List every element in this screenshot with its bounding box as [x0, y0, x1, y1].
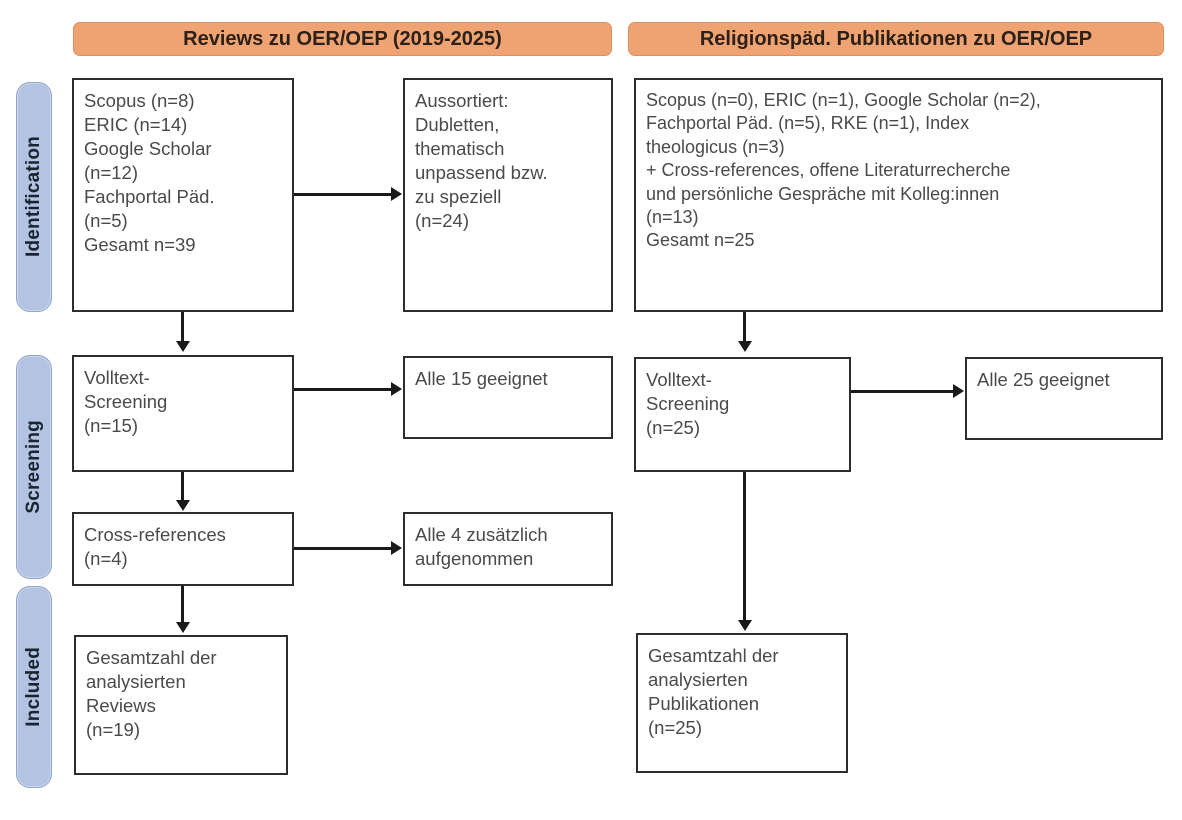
connector-left-id-to-screening	[181, 312, 184, 343]
box-left-fulltext-screening: Volltext- Screening (n=15)	[72, 355, 294, 472]
text-line: Scopus (n=0), ERIC (n=1), Google Scholar…	[646, 90, 1041, 110]
arrowhead-left-crossrefs-to-included	[176, 622, 190, 633]
banner-left-column: Reviews zu OER/OEP (2019-2025)	[73, 22, 612, 56]
arrowhead-left-id-to-screening	[176, 341, 190, 352]
text-line: ERIC (n=14)	[84, 114, 188, 136]
text-line: Cross-references	[84, 524, 226, 545]
text-line: (n=25)	[646, 417, 700, 439]
text-line: Alle 15 geeignet	[415, 368, 548, 389]
arrowhead-left-id-to-excluded	[391, 187, 402, 201]
phase-label-identification: Identification	[23, 136, 44, 258]
phase-label-included: Included	[23, 647, 44, 727]
text-line: (n=25)	[648, 717, 702, 739]
box-right-eligible: Alle 25 geeignet	[965, 357, 1163, 440]
connector-left-crossrefs-to-included	[181, 586, 184, 624]
arrowhead-right-id-to-screening	[738, 341, 752, 352]
text-line: thematisch	[415, 138, 505, 160]
text-line: Gesamtzahl der	[648, 645, 779, 666]
box-left-crossrefs: Cross-references (n=4)	[72, 512, 294, 586]
phase-bar-identification: Identification	[16, 82, 52, 312]
arrowhead-left-crossrefs-to-added	[391, 541, 402, 555]
text-line: analysierten	[86, 671, 186, 693]
text-line: Google Scholar	[84, 138, 212, 160]
box-left-eligible: Alle 15 geeignet	[403, 356, 613, 439]
box-left-identification-excluded: Aussortiert: Dubletten, thematisch unpas…	[403, 78, 613, 312]
phase-bar-included: Included	[16, 586, 52, 788]
text-line: Screening	[646, 393, 730, 415]
box-left-included-total: Gesamtzahl der analysierten Reviews (n=1…	[74, 635, 288, 775]
text-line: (n=24)	[415, 210, 469, 232]
text-line: Reviews	[86, 695, 156, 717]
connector-right-id-to-screening	[743, 312, 746, 343]
connector-right-screening-to-eligible	[851, 390, 954, 393]
text-line: zu speziell	[415, 186, 502, 208]
text-line: Gesamtzahl der	[86, 647, 217, 668]
box-right-included-total: Gesamtzahl der analysierten Publikatione…	[636, 633, 848, 773]
arrowhead-left-screening-to-eligible	[391, 382, 402, 396]
text-line: Alle 4 zusätzlich	[415, 524, 548, 545]
text-line: Volltext-	[84, 367, 150, 388]
text-line: (n=12)	[84, 162, 138, 184]
text-line: Gesamt n=25	[646, 230, 755, 251]
text-line: Gesamt n=39	[84, 234, 196, 256]
box-left-identification-sources: Scopus (n=8) ERIC (n=14) Google Scholar …	[72, 78, 294, 312]
text-line: analysierten	[648, 669, 748, 691]
phase-bar-screening: Screening	[16, 355, 52, 579]
text-line: Publikationen	[648, 693, 760, 715]
banner-right-column: Religionspäd. Publikationen zu OER/OEP	[628, 22, 1164, 56]
phase-label-screening: Screening	[23, 420, 44, 514]
text-line: und persönliche Gespräche mit Kolleg:inn…	[646, 183, 1000, 204]
text-line: (n=4)	[84, 548, 128, 570]
text-line: (n=15)	[84, 415, 138, 437]
connector-left-crossrefs-to-added	[294, 547, 392, 550]
arrowhead-left-screening-to-crossrefs	[176, 500, 190, 511]
text-line: theologicus (n=3)	[646, 136, 785, 157]
connector-left-id-to-excluded	[294, 193, 392, 196]
text-line: Aussortiert:	[415, 90, 509, 111]
connector-left-screening-to-eligible	[294, 388, 392, 391]
box-right-fulltext-screening: Volltext- Screening (n=25)	[634, 357, 851, 472]
box-right-identification-sources: Scopus (n=0), ERIC (n=1), Google Scholar…	[634, 78, 1163, 312]
arrowhead-right-screening-to-included	[738, 620, 752, 631]
text-line: (n=19)	[86, 719, 140, 741]
arrowhead-right-screening-to-eligible	[953, 384, 964, 398]
connector-right-screening-to-included	[743, 472, 746, 622]
text-line: Dubletten,	[415, 114, 500, 136]
text-line: Fachportal Päd. (n=5), RKE (n=1), Index	[646, 113, 970, 134]
text-line: Volltext-	[646, 369, 712, 390]
text-line: Fachportal Päd.	[84, 186, 215, 208]
text-line: Screening	[84, 391, 168, 413]
box-left-crossrefs-added: Alle 4 zusätzlich aufgenommen	[403, 512, 613, 586]
text-line: Alle 25 geeignet	[977, 369, 1110, 390]
text-line: unpassend bzw.	[415, 162, 548, 184]
text-line: aufgenommen	[415, 548, 534, 570]
text-line: (n=13)	[646, 206, 699, 227]
connector-left-screening-to-crossrefs	[181, 472, 184, 502]
text-line: + Cross-references, offene Literaturrech…	[646, 160, 1011, 181]
text-line: Scopus (n=8)	[84, 90, 195, 111]
text-line: (n=5)	[84, 210, 128, 232]
